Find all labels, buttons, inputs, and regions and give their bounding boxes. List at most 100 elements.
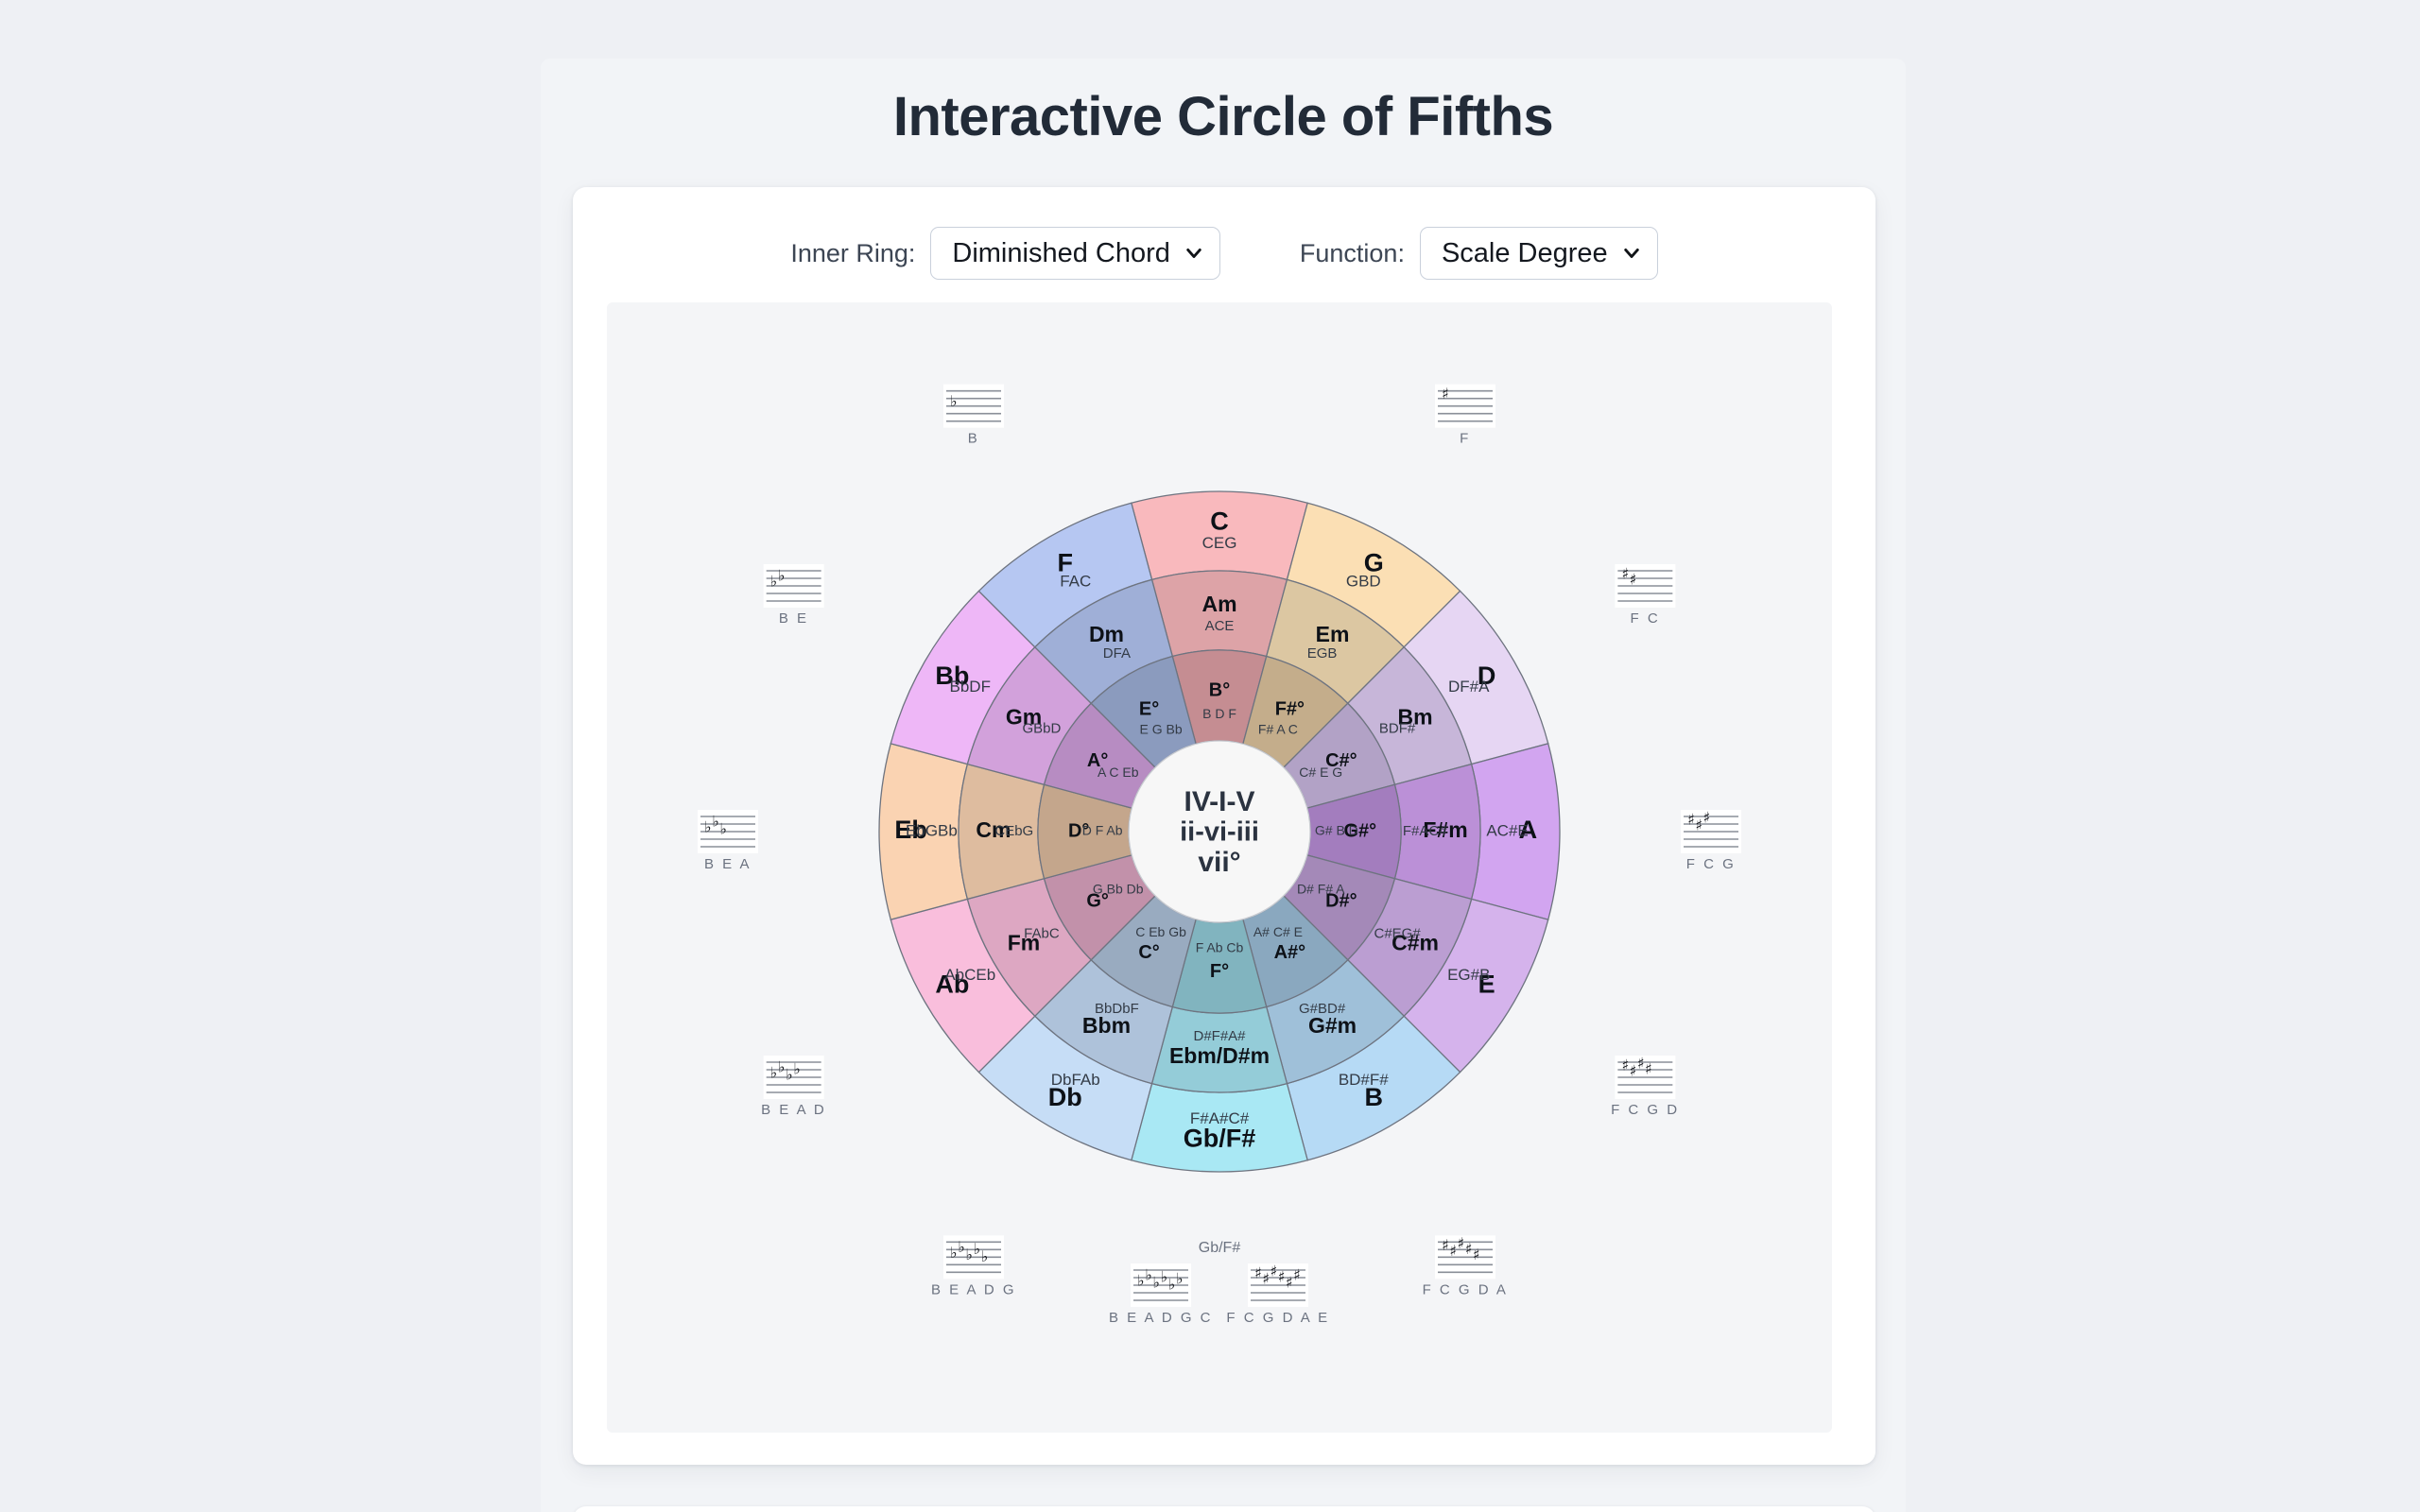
center-line-1: IV-I-V: [1184, 786, 1254, 817]
segment-diminished-G#[interactable]: G#°G# B D: [1305, 783, 1402, 880]
segment-label-minor: G#m: [1308, 1013, 1357, 1038]
segment-notes-major: EbGBb: [906, 821, 958, 839]
segment-notes-minor: F#AC#: [1403, 823, 1447, 839]
flat-glyph: ♭: [704, 818, 712, 836]
key-signature-letters: B E A D G: [931, 1281, 1016, 1297]
segment-label-minor: Bbm: [1082, 1013, 1131, 1038]
circle-of-fifths-card: Inner Ring: Diminished Chord Function: S…: [573, 187, 1876, 1465]
segment-notes-minor: GBbD: [1022, 720, 1061, 736]
flat-glyph: ♭: [958, 1238, 965, 1256]
inner-ring-value: Diminished Chord: [952, 237, 1170, 268]
segment-notes-major: F#A#C#: [1190, 1109, 1250, 1127]
segment-notes-minor: FAbC: [1024, 926, 1060, 942]
segment-label-minor: Gm: [1006, 705, 1042, 730]
segment-label-major: F: [1058, 548, 1074, 576]
segment-label-diminished: F#°: [1275, 698, 1305, 719]
inner-ring-select[interactable]: Diminished Chord: [930, 227, 1220, 280]
segment-notes-diminished: F Ab Cb: [1196, 940, 1244, 955]
segment-notes-major: FAC: [1060, 573, 1091, 591]
segment-label-major: Ab: [935, 970, 969, 998]
key-signature-letters: F: [1460, 431, 1471, 447]
page-title: Interactive Circle of Fifths: [892, 86, 1554, 147]
sharp-glyph: ♯: [1630, 1062, 1637, 1080]
sharp-glyph: ♯: [1703, 809, 1710, 827]
sharp-glyph: ♯: [1262, 1270, 1270, 1288]
sharp-glyph: ♯: [1465, 1240, 1473, 1258]
function-select[interactable]: Scale Degree: [1419, 227, 1658, 280]
enharmonic-caption: Gb/F#: [1199, 1240, 1241, 1256]
segment-minor-EbmD#m[interactable]: Ebm/D#mD#F#A#: [1150, 1005, 1288, 1093]
segment-notes-diminished: C# E G: [1299, 765, 1342, 780]
segment-notes-minor: C#EG#: [1374, 926, 1421, 942]
segment-minor-F#m[interactable]: F#mF#AC#: [1393, 763, 1481, 901]
chevron-down-icon: [1186, 248, 1201, 259]
sharp-glyph: ♯: [1621, 1057, 1629, 1074]
segment-label-diminished: E°: [1139, 698, 1159, 719]
segment-label-diminished: G°: [1086, 891, 1109, 912]
flat-glyph: ♭: [793, 1060, 801, 1078]
segment-label-major: E: [1478, 970, 1495, 998]
flat-glyph: ♭: [770, 573, 778, 591]
segment-label-major: D: [1478, 662, 1496, 690]
key-signature-sig-1-flat: ♭: [943, 384, 1004, 428]
key-signature-letters: B E: [779, 610, 809, 627]
segment-notes-minor: BbDbF: [1095, 1001, 1139, 1017]
segment-label-major: C: [1210, 507, 1229, 536]
flat-glyph: ♭: [778, 567, 786, 585]
flat-glyph: ♭: [965, 1246, 973, 1263]
segment-notes-diminished: D# F# A: [1297, 882, 1345, 897]
segment-label-diminished: D°: [1068, 820, 1089, 841]
segment-diminished-D#[interactable]: D#°D# F# A: [1282, 854, 1396, 961]
segment-notes-minor: DFA: [1103, 645, 1131, 662]
segment-label-major: Db: [1048, 1083, 1082, 1111]
sharp-glyph: ♯: [1254, 1264, 1262, 1282]
key-signature-sig-3-flats: ♭♭♭: [698, 810, 758, 853]
sharp-glyph: ♯: [1457, 1234, 1464, 1252]
function-value: Scale Degree: [1441, 237, 1608, 268]
function-label: Function:: [1299, 238, 1405, 267]
key-signature-sig-6-sharps: ♯♯♯♯♯♯: [1248, 1263, 1308, 1307]
segment-major-A[interactable]: AAC#E: [1470, 743, 1561, 920]
sharp-glyph: ♯: [1621, 565, 1629, 583]
segment-diminished-C#[interactable]: C#°C# E G: [1282, 702, 1396, 809]
key-signature-letters: F C G D A E: [1226, 1310, 1329, 1326]
key-signature-sig-2-flats: ♭♭: [763, 564, 824, 608]
segment-label-diminished: A°: [1087, 750, 1108, 771]
segment-label-diminished: D#°: [1325, 891, 1357, 912]
segment-notes-diminished: E G Bb: [1140, 721, 1183, 736]
center-line-3: vii°: [1198, 847, 1240, 878]
segment-diminished-A[interactable]: A°A C Eb: [1043, 702, 1157, 809]
sharp-glyph: ♯: [1645, 1060, 1652, 1078]
segment-major-GbF#[interactable]: Gb/F#F#A#C#: [1131, 1082, 1308, 1173]
segment-minor-C#m[interactable]: C#mC#EG#: [1346, 877, 1473, 1018]
segment-notes-diminished: C Eb Gb: [1135, 924, 1186, 939]
sharp-glyph: ♯: [1293, 1266, 1301, 1284]
flat-glyph: ♭: [770, 1064, 778, 1082]
segment-label-minor: Dm: [1089, 622, 1124, 646]
segment-label-minor: Cm: [976, 817, 1011, 842]
sharp-glyph: ♯: [1473, 1246, 1480, 1263]
segment-notes-diminished: G Bb Db: [1093, 882, 1144, 897]
segment-notes-minor: CEbG: [994, 823, 1033, 839]
key-signature-sig-3-sharps: ♯♯♯: [1681, 809, 1741, 853]
key-signature-sig-2-sharps: ♯♯: [1615, 564, 1676, 608]
segment-label-minor: Am: [1201, 592, 1236, 616]
segment-label-diminished: F°: [1210, 961, 1229, 982]
sharp-glyph: ♯: [1687, 811, 1695, 829]
key-signature-sig-1-sharp: ♯: [1435, 384, 1495, 428]
segment-label-major: G: [1364, 548, 1384, 576]
segment-notes-major: DF#A: [1448, 678, 1490, 696]
